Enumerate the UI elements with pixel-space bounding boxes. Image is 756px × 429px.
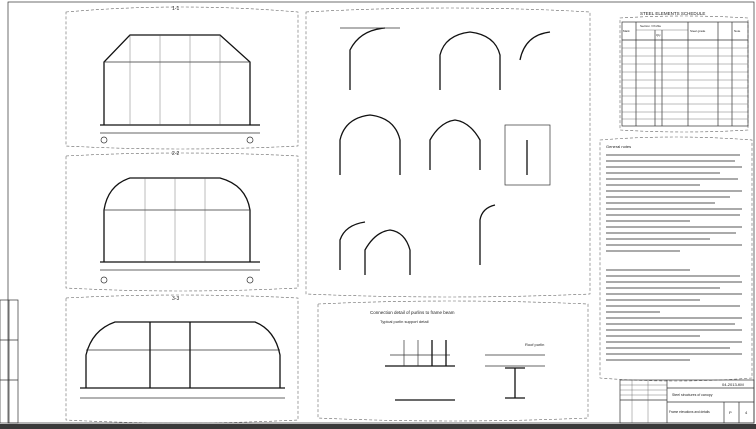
schedule-title: STEEL ELEMENTS SCHEDULE xyxy=(640,11,705,16)
general-notes: General notes xyxy=(599,136,753,382)
details-subtitle: Typical purlin support detail xyxy=(380,319,429,324)
schedule-header-mark: Mark xyxy=(623,29,630,33)
sheet-name: Frame elevations and details xyxy=(669,410,710,414)
sheet-number: 4 xyxy=(745,410,748,415)
schedule-header-qty: Qty xyxy=(656,33,661,37)
purlin-detail: Connection detail of purlins to frame be… xyxy=(317,300,589,422)
view-label-3: 3-3 xyxy=(172,296,179,302)
project-name: Steel structures of canopy xyxy=(672,393,713,397)
steel-schedule: STEEL ELEMENTS SCHEDULE Mark Section / P… xyxy=(619,11,749,133)
view-label-1: 1-1 xyxy=(172,6,179,12)
details-title: Connection detail of purlins to frame be… xyxy=(370,310,455,315)
frame-elevation-3: 3-3 xyxy=(65,294,299,424)
side-stamp xyxy=(0,299,19,424)
schedule-header-section: Section / Profile xyxy=(640,24,661,28)
frame-elevation-1: 1-1 xyxy=(65,6,299,150)
title-block: 04-2013-КМ Steel structures of canopy Fr… xyxy=(619,379,755,424)
drawing-number: 04-2013-КМ xyxy=(722,382,744,387)
schedule-header-grade: Steel grade xyxy=(690,29,706,33)
notes-title: General notes xyxy=(606,144,631,149)
bottom-bar xyxy=(0,424,756,429)
view-label-2: 2-2 xyxy=(172,151,179,157)
schedule-header-note: Note xyxy=(734,29,741,33)
frame-elevation-2: 2-2 xyxy=(65,151,299,292)
sheet-border xyxy=(7,1,755,424)
connection-details xyxy=(305,7,591,298)
section-label: Roof purlin xyxy=(525,342,544,347)
stage: Р xyxy=(729,410,732,415)
